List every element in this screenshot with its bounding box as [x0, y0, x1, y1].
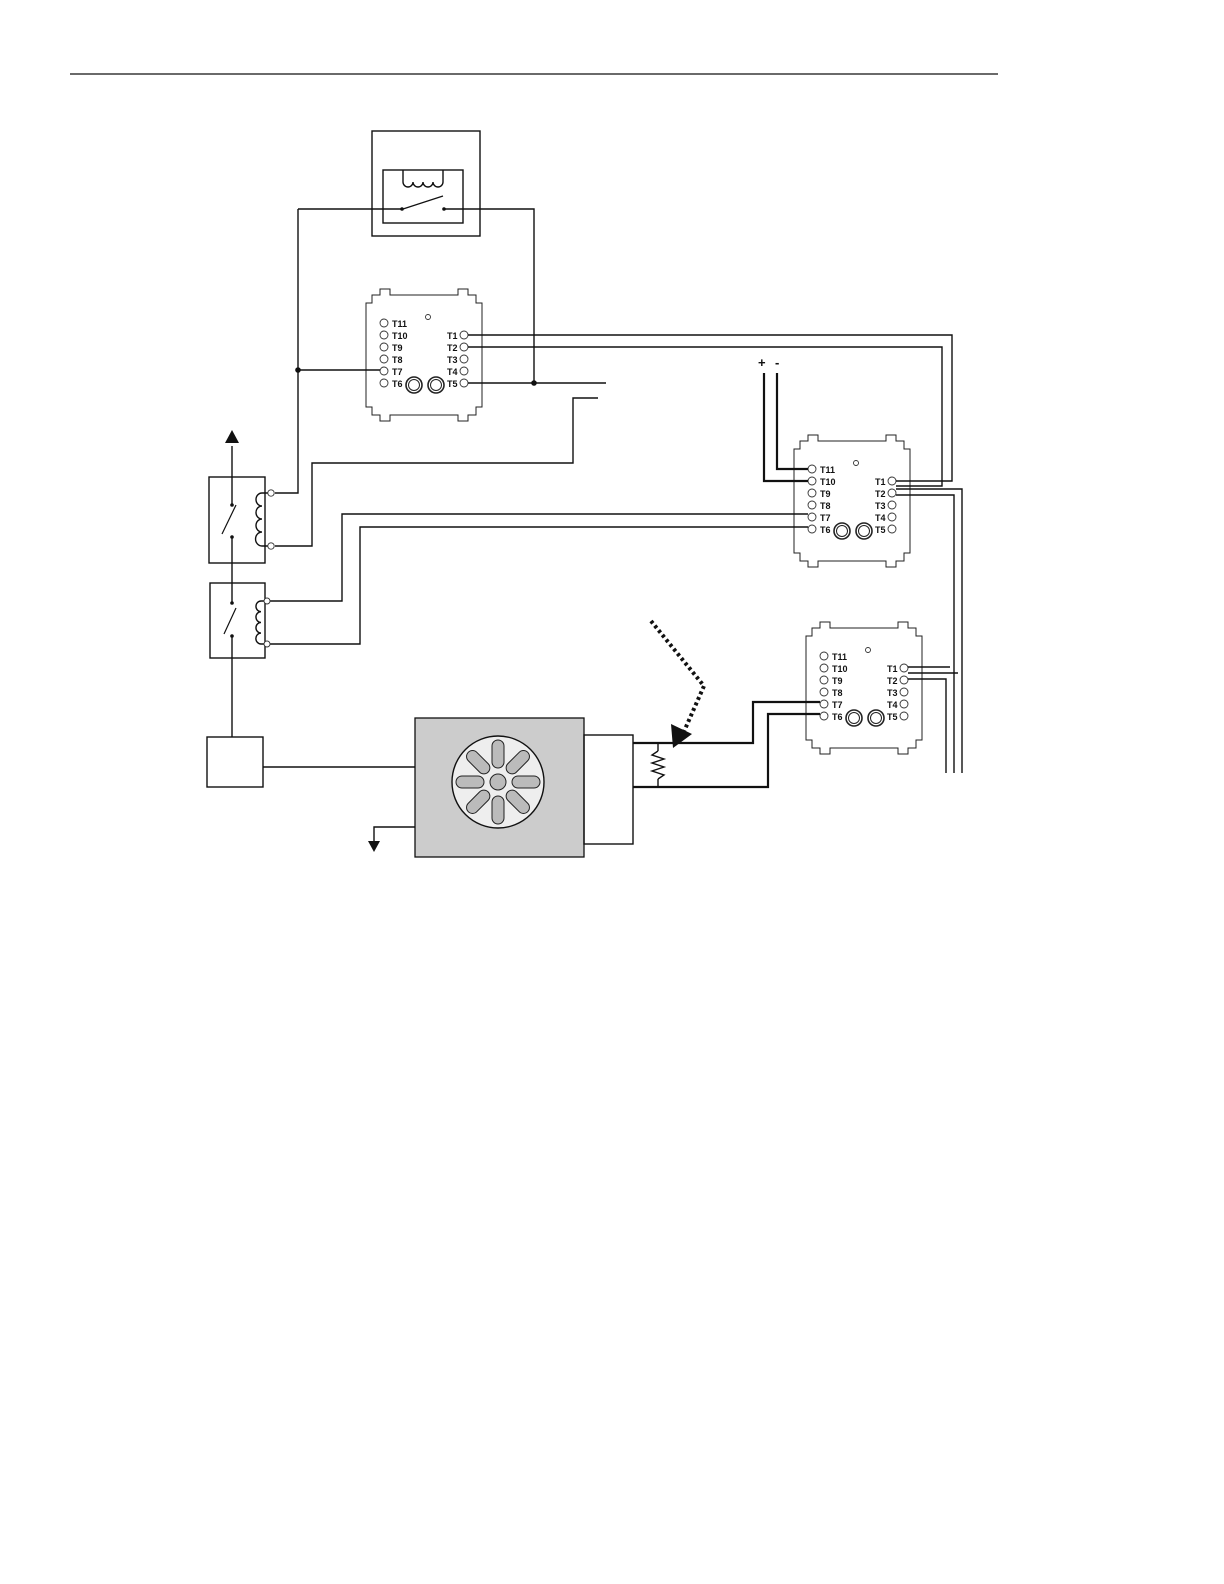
module-top-t10: T10 — [392, 331, 408, 341]
module-top-t3: T3 — [447, 355, 458, 365]
module-bottom-t8: T8 — [832, 688, 843, 698]
module-top: T11 T10 T9 T8 T7 T6 T1 T2 T3 T4 T5 — [366, 289, 482, 421]
relay-contact-icon — [403, 196, 443, 209]
module-top-t2: T2 — [447, 343, 458, 353]
minus-sign: - — [775, 355, 779, 370]
module-middle-t7: T7 — [820, 513, 831, 523]
module-top-t7: T7 — [392, 367, 403, 377]
relay-coil-icon — [256, 493, 270, 546]
relay-coil-icon — [403, 170, 443, 187]
top-relay-enclosure — [372, 131, 480, 236]
junction-dot — [531, 380, 537, 386]
module-bottom-t10: T10 — [832, 664, 848, 674]
module-top-t5: T5 — [447, 379, 458, 389]
module-bottom-t2: T2 — [887, 676, 898, 686]
module-middle-t11: T11 — [820, 465, 835, 475]
module-top-t1: T1 — [447, 331, 458, 341]
module-middle-t1: T1 — [875, 477, 886, 487]
control-box — [207, 737, 263, 787]
resistor-icon — [652, 751, 664, 779]
module-top-t8: T8 — [392, 355, 403, 365]
module-top-t11: T11 — [392, 319, 407, 329]
module-middle-t5: T5 — [875, 525, 886, 535]
module-bottom-t9: T9 — [832, 676, 843, 686]
module-middle-t9: T9 — [820, 489, 831, 499]
relay-upper — [209, 477, 274, 563]
module-bottom: T11 T10 T9 T8 T7 T6 T1 T2 T3 T4 T5 — [806, 622, 922, 754]
module-bottom-t4: T4 — [887, 700, 898, 710]
plus-sign: + — [758, 355, 766, 370]
module-top-t4: T4 — [447, 367, 458, 377]
dotted-pointer-line — [651, 621, 704, 736]
module-middle-t6: T6 — [820, 525, 831, 535]
module-bottom-t3: T3 — [887, 688, 898, 698]
module-middle-t8: T8 — [820, 501, 831, 511]
module-middle: T11 T10 T9 T8 T7 T6 T1 T2 T3 T4 T5 — [794, 435, 910, 567]
module-middle-t10: T10 — [820, 477, 836, 487]
module-bottom-t7: T7 — [832, 700, 843, 710]
module-bottom-t1: T1 — [887, 664, 898, 674]
module-middle-t2: T2 — [875, 489, 886, 499]
ground-arrow-icon — [368, 841, 380, 852]
module-bottom-t5: T5 — [887, 712, 898, 722]
relay-lower — [210, 583, 270, 658]
module-top-t6: T6 — [392, 379, 403, 389]
pointer-arrow-icon — [671, 724, 692, 748]
fan-unit — [415, 718, 633, 857]
relay-contact-icon — [224, 608, 236, 634]
module-bottom-t6: T6 — [832, 712, 843, 722]
module-top-t9: T9 — [392, 343, 403, 353]
module-middle-t4: T4 — [875, 513, 886, 523]
module-middle-t3: T3 — [875, 501, 886, 511]
module-bottom-t11: T11 — [832, 652, 847, 662]
fan-icon — [452, 736, 544, 828]
relay-contact-icon — [222, 505, 236, 534]
arrow-up-icon — [225, 430, 239, 443]
